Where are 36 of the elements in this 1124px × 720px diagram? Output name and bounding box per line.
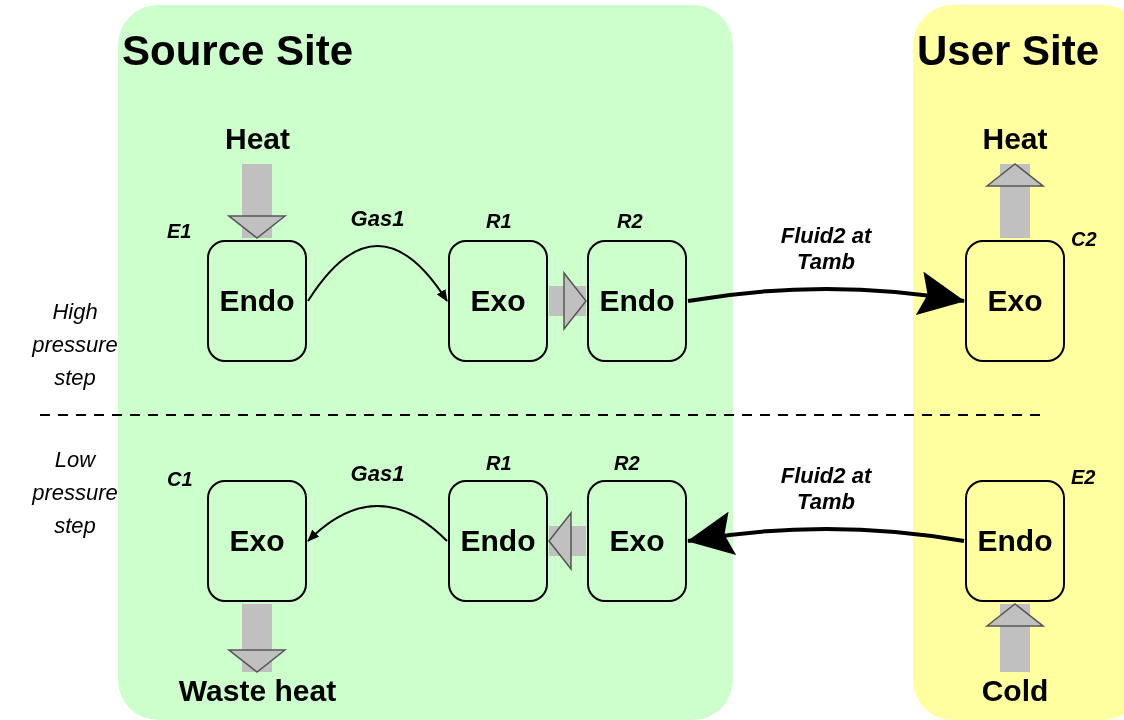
box-label: Endo [599,284,675,318]
flow-label: Heat [205,122,310,162]
reactor-tag: R1 [486,210,512,233]
flow-label: Waste heat [150,674,365,714]
block-arrow [228,164,286,239]
step-label: Low pressure step [30,446,119,540]
reactor-tag: E2 [1071,466,1096,489]
box-label: Exo [609,524,665,558]
block-arrow [548,512,586,570]
reactor-tag: R2 [614,452,640,475]
reactor-tag: R1 [486,452,512,475]
arrow [687,272,965,316]
site-panel [913,5,1124,720]
box-label: Exo [987,284,1043,318]
reactor-tag: C2 [1071,228,1097,251]
reactor-tag: E1 [167,220,192,243]
block-arrow [986,163,1044,238]
panel-title: User Site [917,27,1100,75]
reactor-tag: R2 [617,210,643,233]
box-label: Exo [470,284,526,318]
site-panel [118,5,733,720]
flow-label: Cold [965,674,1065,714]
box-label: Exo [229,524,285,558]
reactor-tag: C1 [167,468,193,491]
block-arrow [228,604,286,673]
arrow [687,512,965,556]
block-arrow [549,272,587,330]
step-label: High pressure step [30,298,119,392]
box-label: Endo [460,524,536,558]
panel-title: Source Site [122,27,354,75]
arrow [307,505,448,542]
box-label: Endo [977,524,1053,558]
box-label: Endo [219,284,295,318]
arrow [307,245,448,302]
flow-label: Heat [965,122,1065,162]
block-arrow [986,603,1044,672]
